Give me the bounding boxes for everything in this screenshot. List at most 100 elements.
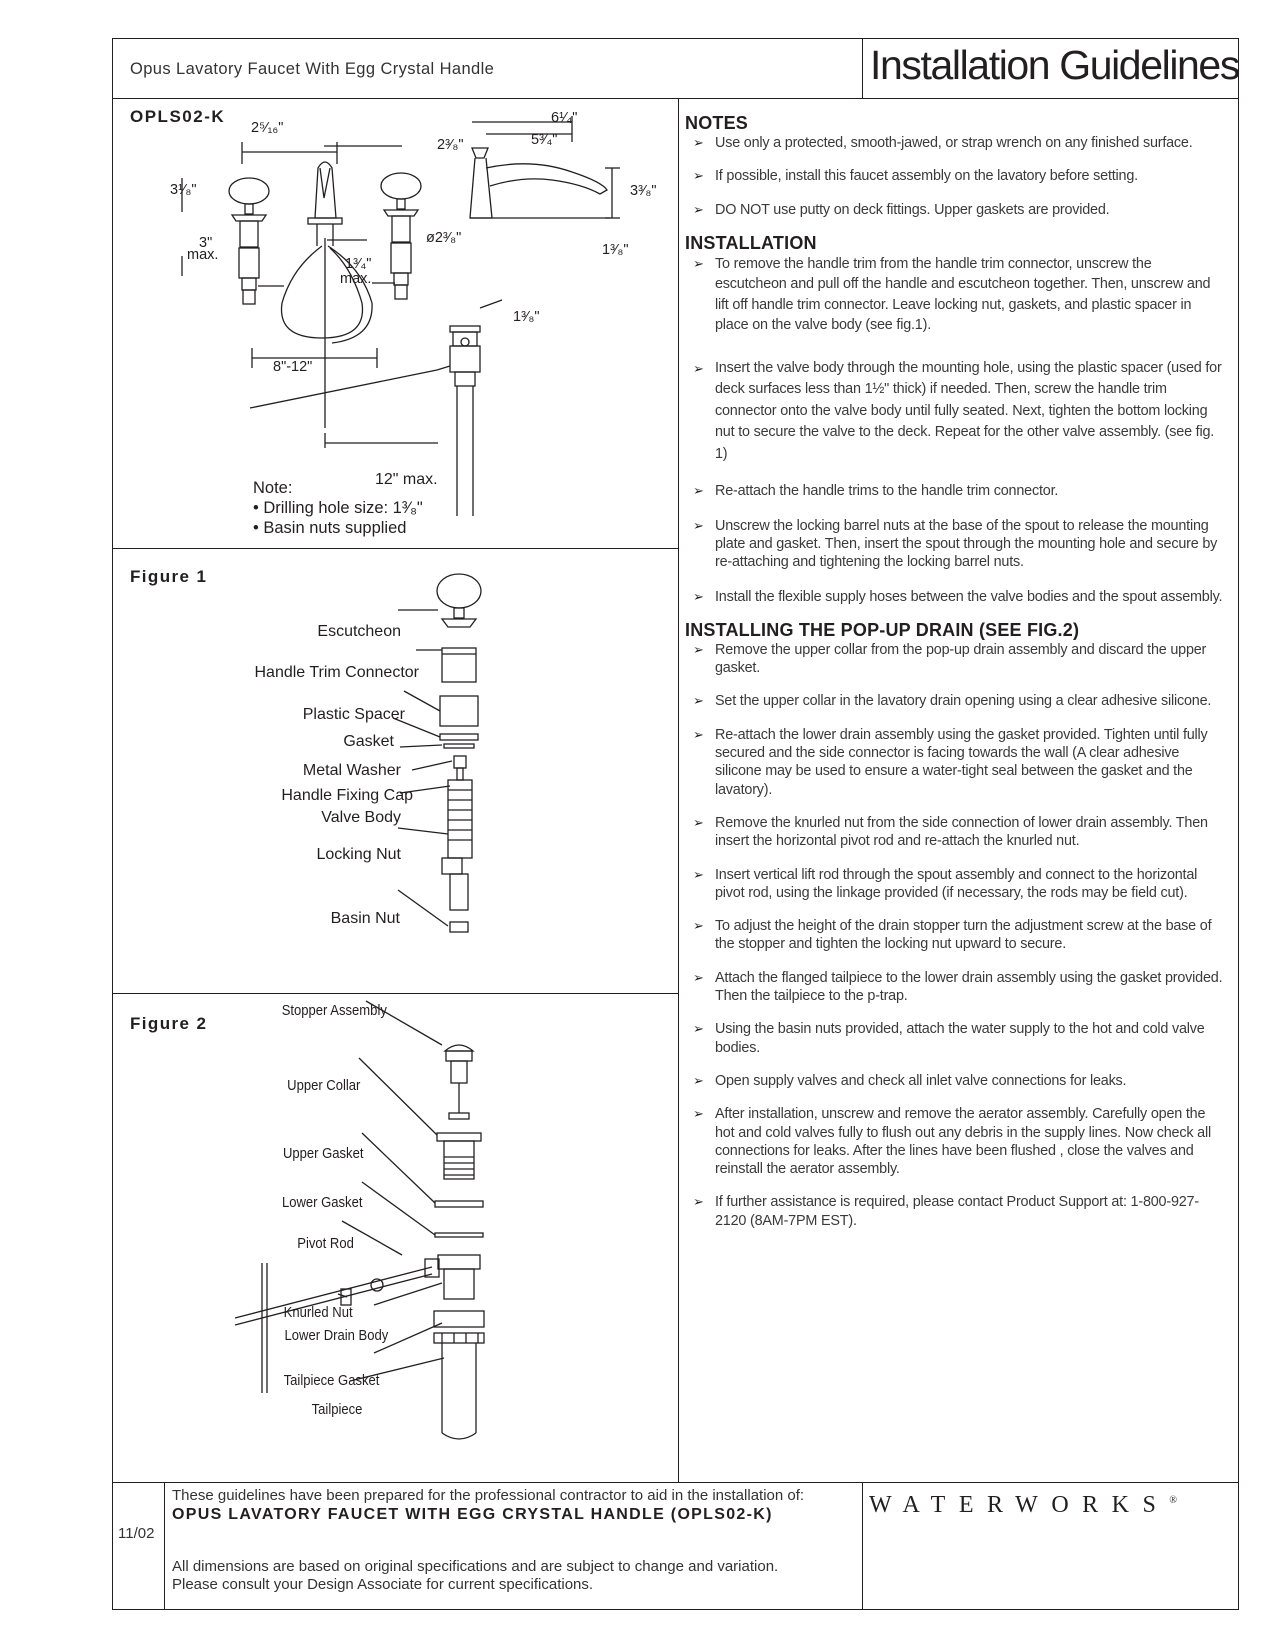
dim-2-5-16: 2⁵⁄₁₆" xyxy=(251,120,284,136)
popup-item: ➢If further assistance is required, plea… xyxy=(693,1194,1199,1229)
note-title: Note: xyxy=(253,479,293,497)
bullet-arrow-icon: ➢ xyxy=(693,969,704,985)
dim-2-3-8: 2³⁄₈" xyxy=(437,137,464,153)
installation-item: ➢Insert the valve body through the mount… xyxy=(693,359,1222,462)
installation-heading: INSTALLATION xyxy=(685,232,817,253)
footer-disclaimer-2: Please consult your Design Associate for… xyxy=(172,1576,594,1593)
footer-brand-divider xyxy=(862,1482,863,1610)
bullet-arrow-icon: ➢ xyxy=(693,1072,704,1088)
dim-5-3-4: 5³⁄₄" xyxy=(531,132,558,148)
footer-disclaimer-1: All dimensions are based on original spe… xyxy=(172,1558,779,1575)
bullet-arrow-icon: ➢ xyxy=(693,866,704,882)
dim-1-3-4-max: max. xyxy=(340,271,372,287)
dim-3: 3" xyxy=(199,235,213,251)
fig1-locking-nut: Locking Nut xyxy=(316,846,402,863)
figure-2-label: Figure 2 xyxy=(130,1014,208,1033)
footer-disclaimer: All dimensions are based on original spe… xyxy=(172,1558,778,1594)
fig2-stopper-assembly: Stopper Assembly xyxy=(281,1003,387,1019)
instructions-column: NOTES ➢Use only a protected, smooth-jawe… xyxy=(685,113,1225,1230)
note-line-1: • Drilling hole size: 1³⁄₈" xyxy=(253,499,423,517)
fig2-tailpiece: Tailpiece xyxy=(311,1402,362,1418)
model-number: OPLS02-K xyxy=(130,107,226,126)
revision-date: 11/02 xyxy=(118,1525,155,1542)
column-divider xyxy=(678,98,679,1482)
notes-list: ➢Use only a protected, smooth-jawed, or … xyxy=(685,134,1225,219)
dim-dia-2-3-8: ø2³⁄₈" xyxy=(426,230,462,246)
fig2-knurled-nut: Knurled Nut xyxy=(284,1305,353,1321)
fig1-metal-washer: Metal Washer xyxy=(302,762,401,779)
bullet-arrow-icon: ➢ xyxy=(693,641,704,657)
header-title-divider xyxy=(862,38,863,98)
footer-divider xyxy=(112,1482,1239,1483)
figure-1-label: Figure 1 xyxy=(130,567,208,586)
installation-item: ➢To remove the handle trim from the hand… xyxy=(693,255,1211,334)
brand-logo: WATERWORKS® xyxy=(869,1492,1177,1519)
bullet-arrow-icon: ➢ xyxy=(693,814,704,830)
fig1-escutcheon: Escutcheon xyxy=(317,623,401,640)
footer-date-divider xyxy=(164,1482,165,1610)
notes-item: ➢If possible, install this faucet assemb… xyxy=(693,168,1138,185)
figure-1-exploded-valve xyxy=(392,573,482,933)
bullet-arrow-icon: ➢ xyxy=(693,918,704,934)
installation-item: ➢Unscrew the locking barrel nuts at the … xyxy=(693,517,1218,571)
installation-item: ➢Install the flexible supply hoses betwe… xyxy=(693,588,1223,605)
fig2-divider xyxy=(112,993,678,994)
bullet-arrow-icon: ➢ xyxy=(693,1106,704,1122)
dim-6-1-4: 6¹⁄₄" xyxy=(551,110,578,126)
bullet-arrow-icon: ➢ xyxy=(693,255,704,271)
popup-list: ➢Remove the upper collar from the pop-up… xyxy=(685,641,1225,1230)
notes-item: ➢DO NOT use putty on deck fittings. Uppe… xyxy=(693,201,1110,218)
bullet-arrow-icon: ➢ xyxy=(693,1021,704,1037)
footer-intro: These guidelines have been prepared for … xyxy=(172,1487,805,1504)
popup-item: ➢After installation, unscrew and remove … xyxy=(693,1106,1211,1178)
notes-heading: NOTES xyxy=(685,113,749,133)
fig1-handle-trim-connector: Handle Trim Connector xyxy=(254,664,419,681)
fig2-tailpiece-gasket: Tailpiece Gasket xyxy=(283,1373,379,1389)
popup-item: ➢Re-attach the lower drain assembly usin… xyxy=(693,726,1208,798)
dim-1-3-8-drain: 1³⁄₈" xyxy=(513,309,540,325)
dim-1-3-4: 1³⁄₄" xyxy=(345,256,372,272)
popup-item: ➢Set the upper collar in the lavatory dr… xyxy=(693,693,1212,710)
brand-name: WATERWORKS xyxy=(869,1492,1170,1518)
installation-list: ➢To remove the handle trim from the hand… xyxy=(685,254,1225,606)
bullet-arrow-icon: ➢ xyxy=(693,693,704,709)
fig2-lower-drain-body: Lower Drain Body xyxy=(284,1328,388,1344)
notes-item: ➢Use only a protected, smooth-jawed, or … xyxy=(693,135,1193,151)
popup-item: ➢Using the basin nuts provided, attach t… xyxy=(693,1021,1205,1056)
bullet-arrow-icon: ➢ xyxy=(693,517,704,533)
figure-2-exploded-drain xyxy=(234,1000,485,1440)
fig1-basin-nut: Basin Nut xyxy=(330,910,400,927)
registered-mark: ® xyxy=(1169,1495,1177,1506)
note-line-2: • Basin nuts supplied xyxy=(253,519,407,537)
popup-item: ➢Remove the knurled nut from the side co… xyxy=(693,814,1208,850)
fig2-upper-gasket: Upper Gasket xyxy=(282,1146,363,1162)
drawing-note: Note: • Drilling hole size: 1³⁄₈" • Basi… xyxy=(253,478,423,538)
fig2-upper-collar: Upper Collar xyxy=(286,1078,360,1094)
doc-title: Installation Guidelines xyxy=(870,42,1240,88)
bullet-arrow-icon: ➢ xyxy=(693,135,704,150)
fig1-handle-fixing-cap: Handle Fixing Cap xyxy=(281,787,413,804)
dim-1-3-8-side: 1³⁄₈" xyxy=(602,242,629,258)
bullet-arrow-icon: ➢ xyxy=(693,201,704,217)
bullet-arrow-icon: ➢ xyxy=(693,360,704,376)
popup-heading: INSTALLING THE POP-UP DRAIN (SEE FIG.2) xyxy=(685,619,1080,640)
popup-item: ➢Open supply valves and check all inlet … xyxy=(693,1072,1127,1089)
dim-3-1-8: 3¹⁄₈" xyxy=(170,182,197,198)
fig2-lower-gasket: Lower Gasket xyxy=(281,1195,362,1211)
bullet-arrow-icon: ➢ xyxy=(693,483,704,499)
dim-12-max: 12" max. xyxy=(375,471,438,488)
fig1-valve-body: Valve Body xyxy=(321,809,401,826)
header-divider xyxy=(112,98,1239,99)
bullet-arrow-icon: ➢ xyxy=(693,168,704,184)
faucet-spec-drawing xyxy=(181,116,620,516)
fig2-pivot-rod: Pivot Rod xyxy=(297,1236,354,1252)
page-frame xyxy=(112,38,1239,1610)
dim-8-12: 8"-12" xyxy=(273,359,313,375)
bullet-arrow-icon: ➢ xyxy=(693,1194,704,1210)
popup-item: ➢Remove the upper collar from the pop-up… xyxy=(693,641,1207,677)
popup-item: ➢Insert vertical lift rod through the sp… xyxy=(693,866,1198,901)
dim-3-max: max. xyxy=(187,247,219,263)
product-name: Opus Lavatory Faucet With Egg Crystal Ha… xyxy=(130,60,495,78)
bullet-arrow-icon: ➢ xyxy=(693,588,704,604)
fig1-gasket: Gasket xyxy=(343,733,394,750)
